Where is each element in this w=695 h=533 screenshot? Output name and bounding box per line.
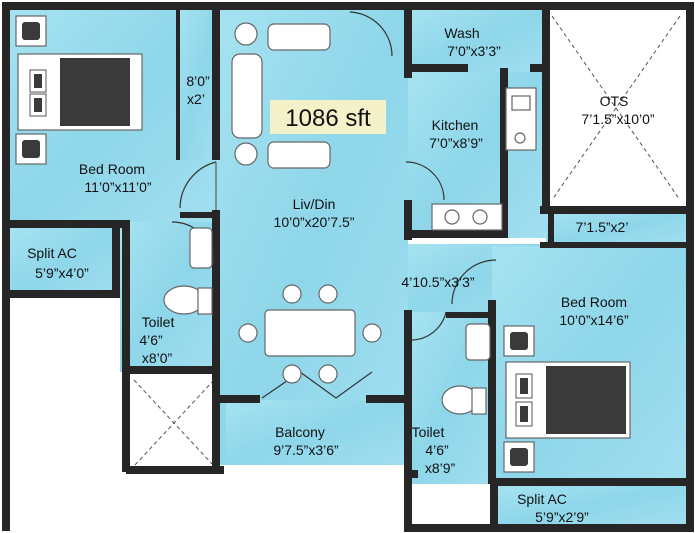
doors [171,11,497,399]
split-ac-2-size: 5’9”x2’9” [535,509,589,525]
split-ac-1-floor [10,228,120,296]
balcony-floor [226,400,408,465]
strip-floor [546,212,686,246]
bed-2 [503,325,631,473]
split-ac-1-name: Split AC [27,245,77,261]
toilet-2-size-2: x8’9” [425,460,456,476]
dining-set [238,284,382,384]
split-ac-1-size: 5’9”x4’0” [35,265,89,281]
kitchen-name: Kitchen [432,117,479,133]
toilet-1-size-2: x8’0” [142,350,173,366]
balcony-name: Balcony [275,424,325,440]
area-badge: 1086 sft [285,105,371,132]
balcony-size: 9’7.5”x3’6” [273,442,339,458]
wash-size: 7’0”x3’3” [447,43,501,59]
ots-name: OTS [600,93,629,109]
bed-room-2-name: Bed Room [561,294,627,310]
strip-size: 7’1.5”x2’ [576,219,629,235]
area-badge-bg [270,100,386,134]
toilet-2-size-1: 4’6” [425,442,449,458]
passage-size-1: 8’0” [186,73,210,89]
toilet-2-name: Toilet [412,424,445,440]
wash-floor [408,10,546,72]
lobby-size: 4’10.5”x3’3” [401,274,474,290]
toilet-1-size-1: 4’6” [139,332,163,348]
wash-name: Wash [444,25,479,41]
ots-size: 7’1.5”x10’0” [581,111,654,127]
bed-1 [15,15,143,165]
kitchen-counter [431,87,537,231]
duct-cross [133,379,215,467]
toilet-1-fixtures [163,227,213,315]
bed-room-1-size: 11’0”x11’0” [84,179,152,195]
kitchen-size: 7’0”x8’9” [429,135,483,151]
liv-din-size: 10’0”x20’7.5” [274,214,355,230]
toilet-2-fixtures [441,323,491,415]
liv-din-name: Liv/Din [293,196,336,212]
split-ac-2-name: Split AC [517,491,567,507]
sofa-set [231,22,331,169]
split-ac-2-floor [498,484,688,526]
ots-cross [551,15,681,201]
passage-size-2: x2’ [187,91,205,107]
bed-room-1-name: Bed Room [79,161,145,177]
bed-room-2-size: 10’0”x14’6” [559,312,629,328]
toilet-1-name: Toilet [142,314,175,330]
passage-floor [178,10,218,160]
